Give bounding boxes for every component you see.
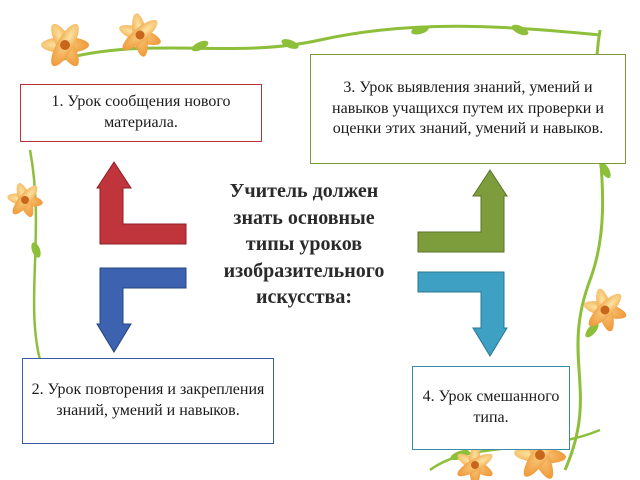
- lesson-box-2: 2. Урок повторения и закрепления знаний,…: [22, 358, 274, 444]
- center-title: Учитель должен знать основные типы уроко…: [196, 178, 412, 311]
- arrow-green-shape: [417, 169, 508, 253]
- lesson-box-3-text: 3. Урок выявления знаний, умений и навык…: [332, 78, 604, 138]
- lesson-box-4: 4. Урок смешанного типа.: [412, 366, 570, 450]
- arrow-cyan-shape: [417, 271, 508, 357]
- flower-right: [583, 288, 627, 332]
- center-title-line: искусства:: [255, 286, 353, 309]
- lesson-box-3: 3. Урок выявления знаний, умений и навык…: [310, 54, 626, 164]
- center-title-line: изобразительного: [223, 259, 385, 282]
- lesson-box-4-text: 4. Урок смешанного типа.: [422, 388, 560, 426]
- lesson-box-1: 1. Урок сообщения нового материала.: [20, 84, 262, 142]
- arrow-green-up: [417, 169, 508, 253]
- arrow-blue-down: [96, 267, 187, 353]
- lesson-box-2-text: 2. Урок повторения и закрепления знаний,…: [31, 381, 265, 419]
- arrow-red-up: [96, 161, 187, 245]
- leaves: [31, 24, 611, 461]
- arrow-blue-shape: [96, 267, 187, 353]
- flower-bottom-right-2: [457, 445, 493, 480]
- arrow-cyan-down: [417, 271, 508, 357]
- arrow-red-shape: [96, 161, 187, 245]
- lesson-box-1-text: 1. Урок сообщения нового материала.: [51, 93, 231, 131]
- center-title-line: типы уроков: [245, 233, 363, 256]
- center-title-line: Учитель должен: [229, 180, 379, 202]
- center-title-line: знать основные: [233, 206, 375, 229]
- flower-left: [7, 182, 43, 218]
- flower-top-left: [41, 23, 89, 67]
- vine-left: [28, 149, 42, 361]
- flower-top-left-2: [119, 13, 161, 57]
